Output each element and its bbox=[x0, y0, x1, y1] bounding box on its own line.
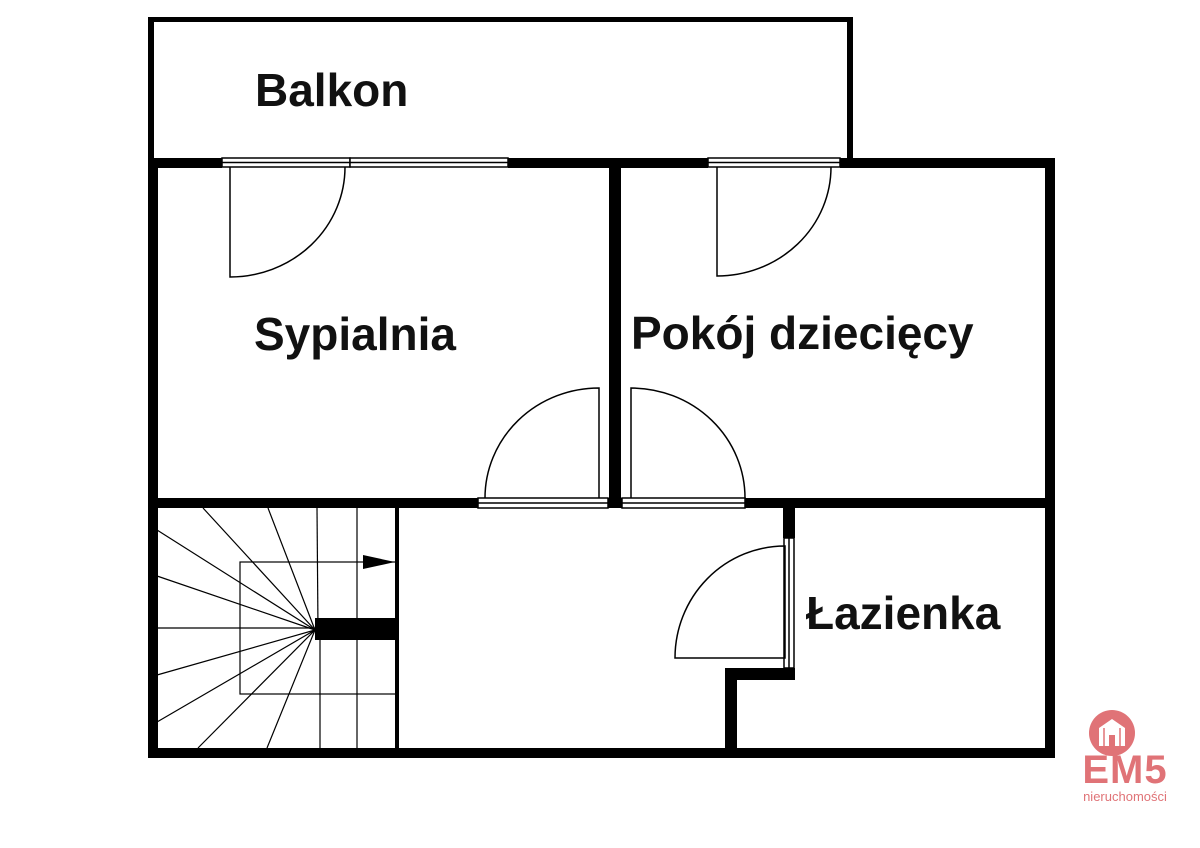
door-swings bbox=[229, 166, 832, 659]
logo-tagline: nieruchomości bbox=[1083, 789, 1167, 804]
company-logo: EM5 nieruchomości bbox=[1060, 708, 1190, 804]
room-label-bedroom: Sypialnia bbox=[254, 308, 456, 360]
room-label-balcony: Balkon bbox=[255, 64, 409, 116]
logo-house-icon bbox=[1089, 710, 1135, 756]
room-label-kids-room: Pokój dziecięcy bbox=[631, 307, 974, 359]
walls bbox=[148, 17, 1055, 758]
windows-and-frames bbox=[221, 157, 841, 669]
stairs-arrow-icon bbox=[363, 555, 395, 569]
staircase bbox=[156, 507, 398, 749]
logo-name: EM5 bbox=[1082, 748, 1168, 792]
room-label-bathroom: Łazienka bbox=[806, 587, 1001, 639]
